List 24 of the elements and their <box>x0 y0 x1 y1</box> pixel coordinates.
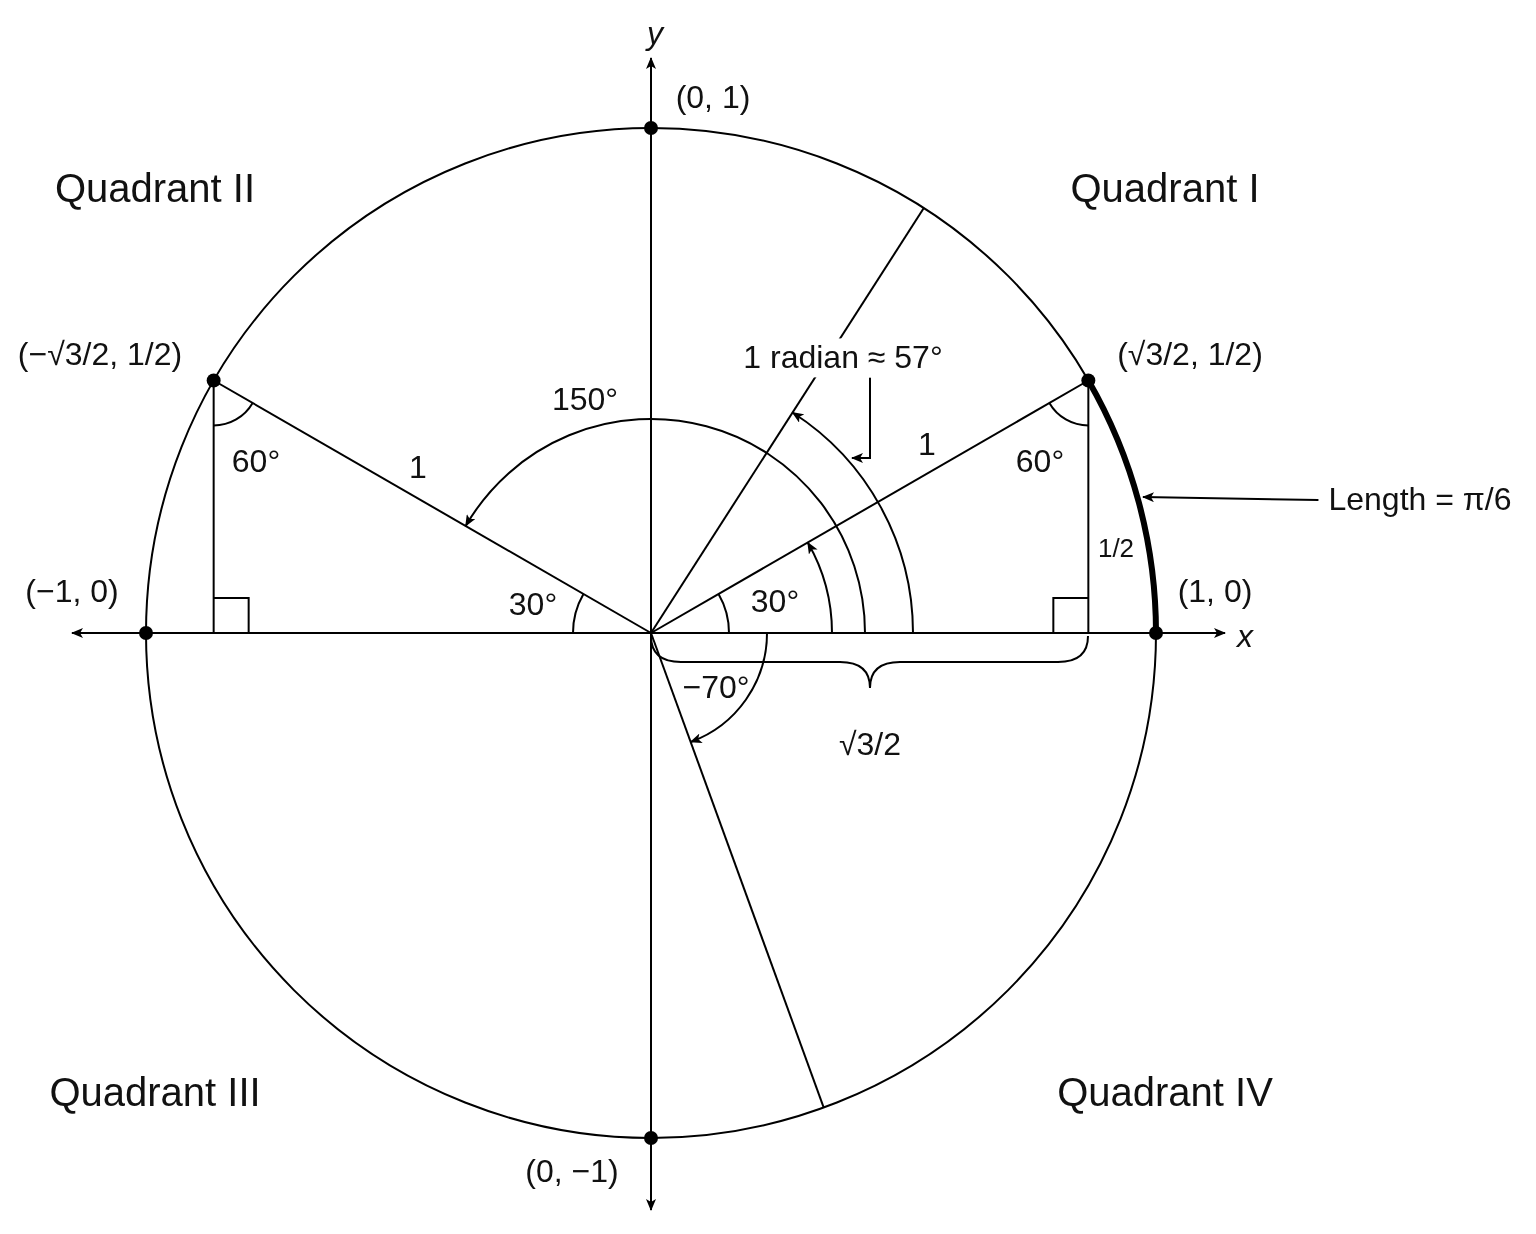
math-label: 60° <box>231 444 281 480</box>
math-label: y <box>647 16 663 52</box>
math-label: −70° <box>682 670 750 706</box>
math-label: 30° <box>508 587 558 623</box>
math-label: (−1, 0) <box>25 574 119 610</box>
math-label: 1 <box>918 427 936 463</box>
math-label: 150° <box>551 382 619 418</box>
math-label: 1 <box>409 450 427 486</box>
math-label: (1, 0) <box>1177 574 1253 610</box>
math-label: √3/2 <box>839 727 901 763</box>
math-label: (0, 1) <box>675 80 751 116</box>
quadrant-label: Quadrant I <box>1070 166 1260 210</box>
quadrant-label: Quadrant II <box>54 166 256 210</box>
math-label: (√3/2, 1/2) <box>1117 337 1263 373</box>
leader-arrow <box>851 376 871 463</box>
leader-arrow <box>1142 492 1320 503</box>
math-label: (0, −1) <box>525 1154 619 1190</box>
math-label: 1/2 <box>1097 533 1135 563</box>
math-label: 60° <box>1015 444 1065 480</box>
quadrant-label: Quadrant III <box>49 1070 261 1114</box>
quadrant-label: Quadrant IV <box>1057 1070 1273 1114</box>
math-label: x <box>1237 619 1253 655</box>
math-label: 30° <box>750 584 800 620</box>
math-label: (−√3/2, 1/2) <box>17 337 183 373</box>
